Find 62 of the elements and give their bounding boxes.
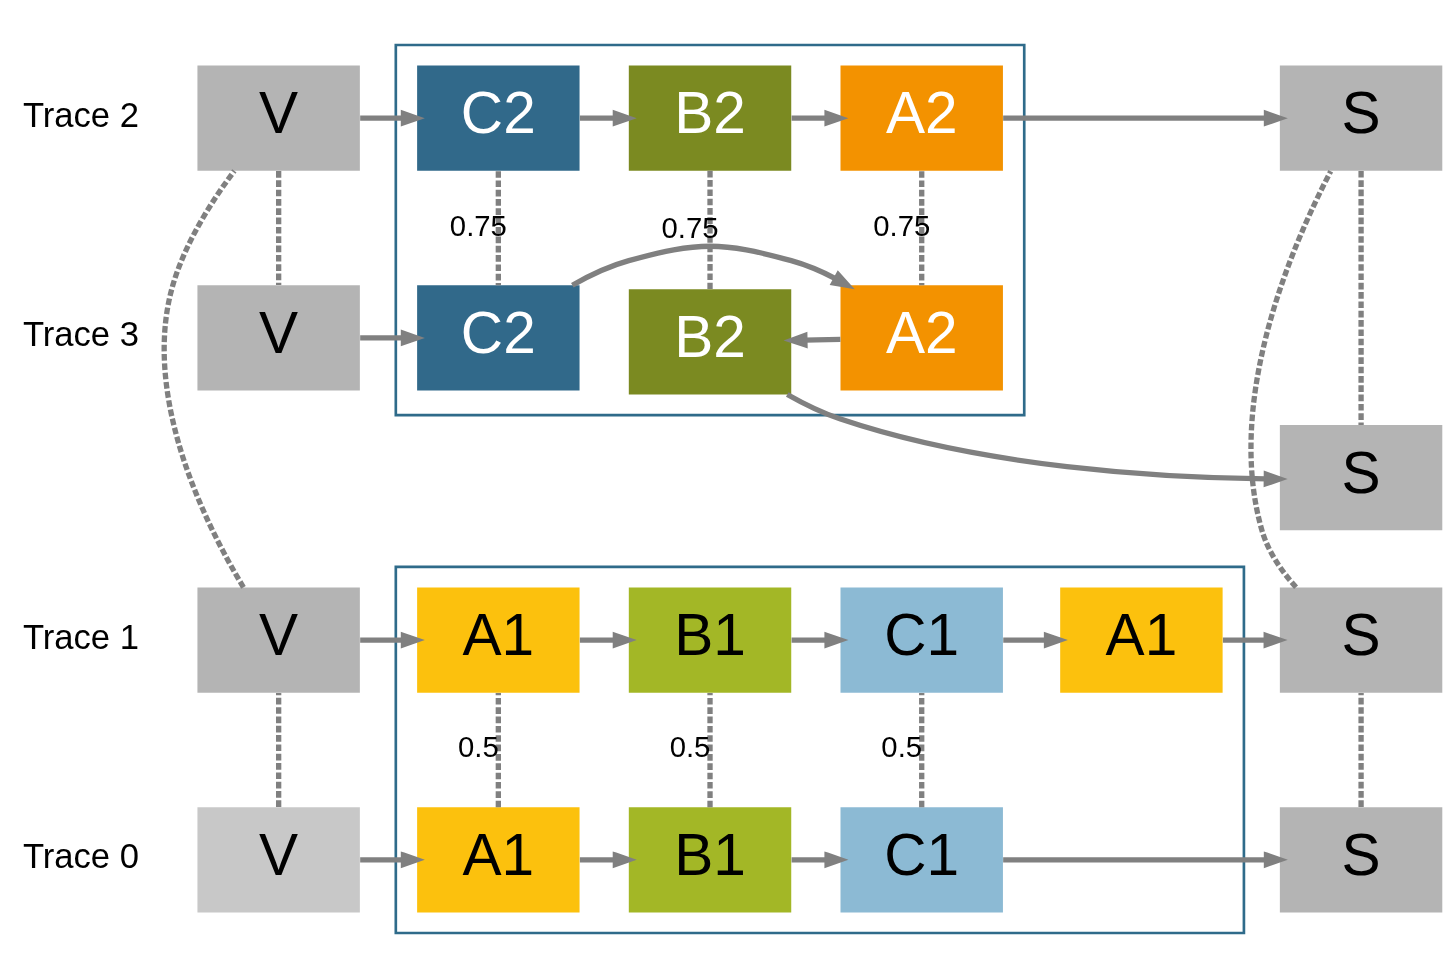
edge-label: 0.5 [669,730,711,764]
connector [161,169,246,589]
node-box: B1 [628,807,792,913]
node-box: A2 [840,285,1003,391]
node-box: B2 [628,289,792,395]
arrow [791,109,849,127]
arrow [360,109,425,127]
connector [495,693,501,808]
connector [276,171,282,286]
label: Trace 1 [22,617,139,656]
arrow [579,851,637,869]
arrow [579,109,637,127]
label: Trace 2 [22,95,139,134]
arrow [360,631,425,649]
arrow [571,243,855,290]
node-box: S [1279,65,1443,171]
node-box: V [197,285,360,391]
arrow [360,851,425,869]
label: Trace 3 [22,315,139,354]
node-box: A1 [1060,587,1223,693]
arrow [360,329,425,347]
edge-label: 0.5 [881,730,923,764]
connector [276,692,282,807]
arrow [1003,109,1288,127]
node-box: B1 [628,587,792,693]
node-box: A1 [417,807,580,913]
node-box: V [197,587,360,693]
edge-label: 0.75 [449,208,507,242]
connector [1358,692,1364,807]
node-box: S [1279,807,1443,913]
arrow [1222,631,1288,649]
arrow [791,631,849,649]
arrow [579,631,637,649]
node-box: C1 [840,587,1003,693]
connector [1358,170,1364,426]
connector [707,170,713,289]
cluster [394,565,1246,935]
edge-label: 0.5 [458,730,499,764]
node-box: A1 [417,587,580,693]
edge-label: 0.75 [873,208,931,242]
edge-label: 0.75 [661,210,719,244]
connector [919,171,925,286]
node-box: S [1279,587,1443,693]
connector [707,693,713,808]
arrow [1003,851,1288,869]
connector [495,171,501,286]
cluster [394,43,1026,417]
label: Trace 0 [22,837,139,876]
node-box: C1 [840,807,1003,913]
connector [1248,170,1334,589]
node-box: S [1279,425,1443,531]
arrow [791,851,849,869]
node-box: C2 [417,285,580,391]
node-box: B2 [628,65,792,171]
node-box: V [197,65,360,171]
arrow [786,392,1288,488]
node-box: V [197,807,360,913]
arrow [783,331,841,349]
connector [919,693,925,808]
node-box: C2 [417,65,580,171]
node-box: A2 [840,65,1003,171]
arrow [1003,631,1068,649]
